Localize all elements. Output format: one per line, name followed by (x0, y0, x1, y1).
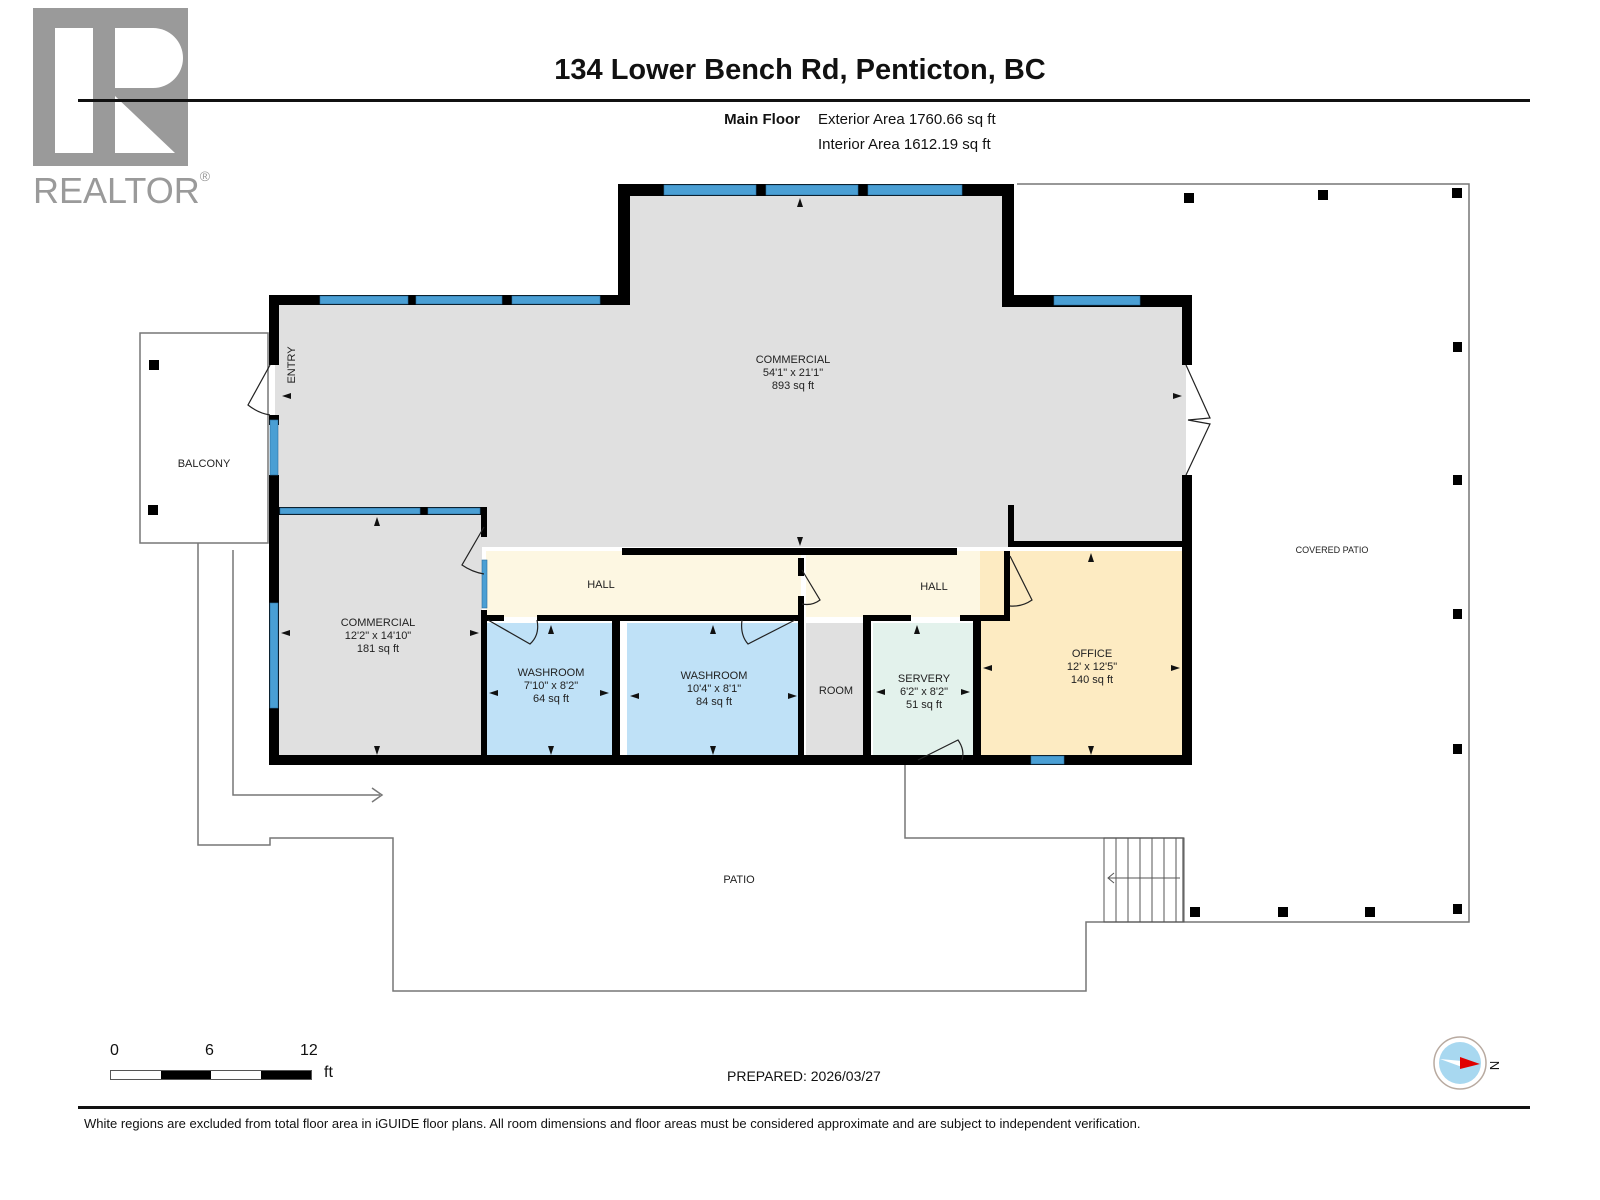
room-area: 84 sq ft (696, 696, 732, 708)
scale-tick: 0 (110, 1042, 119, 1059)
room-area: 181 sq ft (357, 643, 399, 655)
path-arrow-line (232, 550, 380, 796)
room-area: 51 sq ft (906, 699, 942, 711)
windows (269, 184, 1141, 765)
scale-tick: 12 (300, 1042, 318, 1059)
prepared-date: PREPARED: 2026/03/27 (727, 1068, 881, 1084)
washroom-2-door (741, 619, 796, 645)
room-area: 893 sq ft (772, 380, 814, 392)
room-labels: COMMERCIAL 54'1" x 21'1" 893 sq ft COMME… (178, 346, 1369, 886)
stairs (1103, 837, 1185, 923)
exterior-outlines (139, 183, 1470, 992)
room-name: HALL (920, 581, 948, 593)
scale-unit: ft (324, 1064, 333, 1081)
room-name: ROOM (819, 685, 853, 697)
office-door (1009, 555, 1033, 607)
servery-door (917, 739, 964, 761)
path-arrow-head (371, 787, 384, 803)
room-dims: 7'10" x 8'2" (524, 680, 578, 692)
posts (148, 188, 1462, 917)
balcony-outline (139, 332, 269, 544)
room-name: ENTRY (286, 346, 298, 384)
washroom-1-door (487, 619, 539, 645)
room-area: 64 sq ft (533, 693, 569, 705)
disclaimer-text: White regions are excluded from total fl… (84, 1116, 1141, 1131)
realtor-wordmark: REALTOR® (33, 168, 211, 211)
patio-outline-right (904, 764, 1184, 922)
room-name: COVERED PATIO (1296, 545, 1369, 555)
scale-graphic (110, 1070, 312, 1080)
compass-icon (1432, 1035, 1488, 1091)
servery-fill (873, 623, 973, 758)
room-name: PATIO (723, 874, 755, 886)
hall-door (801, 569, 821, 606)
room-dims: 6'2" x 8'2" (900, 686, 948, 698)
realtor-logo: REALTOR® (33, 8, 210, 211)
floor-name: Main Floor (724, 111, 800, 128)
commercial-small-door (461, 526, 485, 575)
room-area: 140 sq ft (1071, 674, 1113, 686)
washroom-1-fill (486, 623, 616, 758)
room-dims: 54'1" x 21'1" (763, 367, 823, 379)
interior-area: Interior Area 1612.19 sq ft (818, 136, 991, 153)
room-name: OFFICE (1072, 648, 1112, 660)
room-fills (275, 195, 1186, 758)
patio-double-door (1185, 364, 1211, 476)
scale-tick: 6 (205, 1042, 214, 1059)
header-divider (78, 99, 1530, 102)
exterior-area: Exterior Area 1760.66 sq ft (818, 111, 996, 128)
covered-patio-outline (1017, 183, 1470, 923)
room-name: COMMERCIAL (756, 354, 831, 366)
room-name: BALCONY (178, 458, 231, 470)
room-dims: 10'4" x 8'1" (687, 683, 741, 695)
patio-outline (197, 543, 1183, 992)
commercial-small-fill (275, 511, 482, 758)
hall-1-fill (486, 551, 801, 617)
room-fill (806, 623, 868, 758)
room-dims: 12'2" x 14'10" (345, 630, 412, 642)
entry-door (247, 364, 271, 416)
dimension-markers (281, 198, 1182, 755)
room-name: HALL (587, 579, 615, 591)
washroom-2-fill (627, 623, 801, 758)
commercial-main-fill (275, 195, 1186, 547)
property-address-title: 134 Lower Bench Rd, Penticton, BC (554, 54, 1046, 86)
footer-divider (78, 1106, 1530, 1109)
doors (247, 364, 1211, 761)
room-name: WASHROOM (681, 670, 748, 682)
office-fill (980, 551, 1182, 758)
room-name: WASHROOM (518, 667, 585, 679)
room-name: SERVERY (898, 673, 951, 685)
room-dims: 12' x 12'5" (1067, 661, 1117, 673)
hall-2-fill (806, 551, 1006, 617)
room-name: COMMERCIAL (341, 617, 416, 629)
realtor-r-icon (33, 8, 188, 166)
compass-north-label: N (1487, 1060, 1503, 1071)
